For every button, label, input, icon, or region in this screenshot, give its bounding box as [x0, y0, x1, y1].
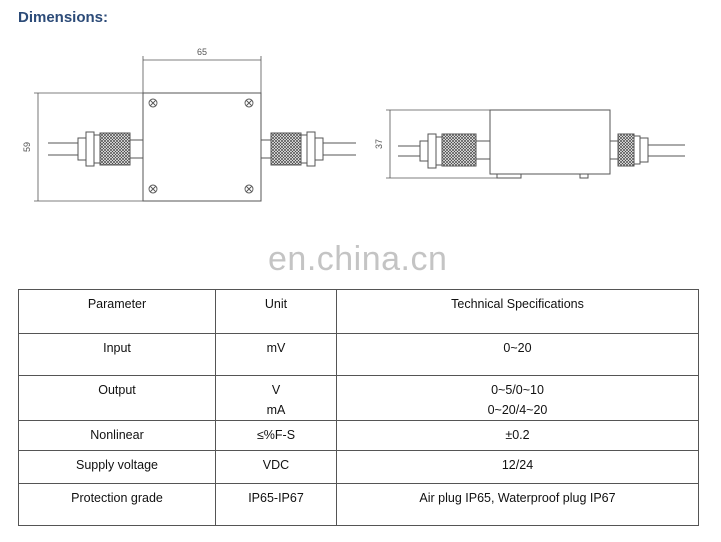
- row-spec: Air plug IP65, Waterproof plug IP67: [336, 483, 699, 526]
- row-parameter: Protection grade: [18, 483, 216, 526]
- row-spec: 0~20: [336, 333, 699, 376]
- width-dimension-label: 65: [197, 47, 207, 57]
- row-parameter: Supply voltage: [18, 450, 216, 484]
- row-spec: 12/24: [336, 450, 699, 484]
- spec-line: 0~5/0~10: [491, 383, 544, 397]
- watermark-text: en.china.cn: [268, 240, 448, 278]
- row-unit: V mA: [215, 375, 337, 421]
- table-header-row: Parameter Unit Technical Specifications: [18, 289, 699, 334]
- screw-icons: [148, 98, 254, 194]
- header-spec: Technical Specifications: [336, 289, 699, 334]
- side-height-dimension-label: 37: [374, 139, 384, 149]
- dimension-drawing: 65 59 37: [22, 47, 685, 202]
- table-row: Supply voltage VDC 12/24: [18, 450, 699, 484]
- row-unit: VDC: [215, 450, 337, 484]
- row-spec: ±0.2: [336, 420, 699, 451]
- table-row: Protection grade IP65-IP67 Air plug IP65…: [18, 483, 699, 526]
- row-spec: 0~5/0~10 0~20/4~20: [336, 375, 699, 421]
- top-view-drawing: [34, 56, 356, 202]
- unit-line: V: [271, 383, 281, 397]
- height-dimension-label: 59: [22, 142, 32, 152]
- row-unit: IP65-IP67: [215, 483, 337, 526]
- row-unit: ≤%F-S: [215, 420, 337, 451]
- header-unit: Unit: [215, 289, 337, 334]
- side-view-drawing: [386, 109, 685, 179]
- row-parameter: Input: [18, 333, 216, 376]
- spec-line: 0~20/4~20: [487, 403, 548, 417]
- spec-table: Parameter Unit Technical Specifications …: [18, 289, 699, 526]
- table-row: Input mV 0~20: [18, 333, 699, 376]
- enclosure-top-outline: [142, 92, 262, 202]
- table-row: Nonlinear ≤%F-S ±0.2: [18, 420, 699, 451]
- table-row: Output V mA 0~5/0~10 0~20/4~20: [18, 375, 699, 421]
- row-unit: mV: [215, 333, 337, 376]
- header-parameter: Parameter: [18, 289, 216, 334]
- unit-line: mA: [266, 403, 286, 417]
- row-parameter: Nonlinear: [18, 420, 216, 451]
- enclosure-side-outline: [489, 109, 611, 175]
- row-parameter: Output: [18, 375, 216, 421]
- dimensions-heading: Dimensions:: [18, 9, 109, 26]
